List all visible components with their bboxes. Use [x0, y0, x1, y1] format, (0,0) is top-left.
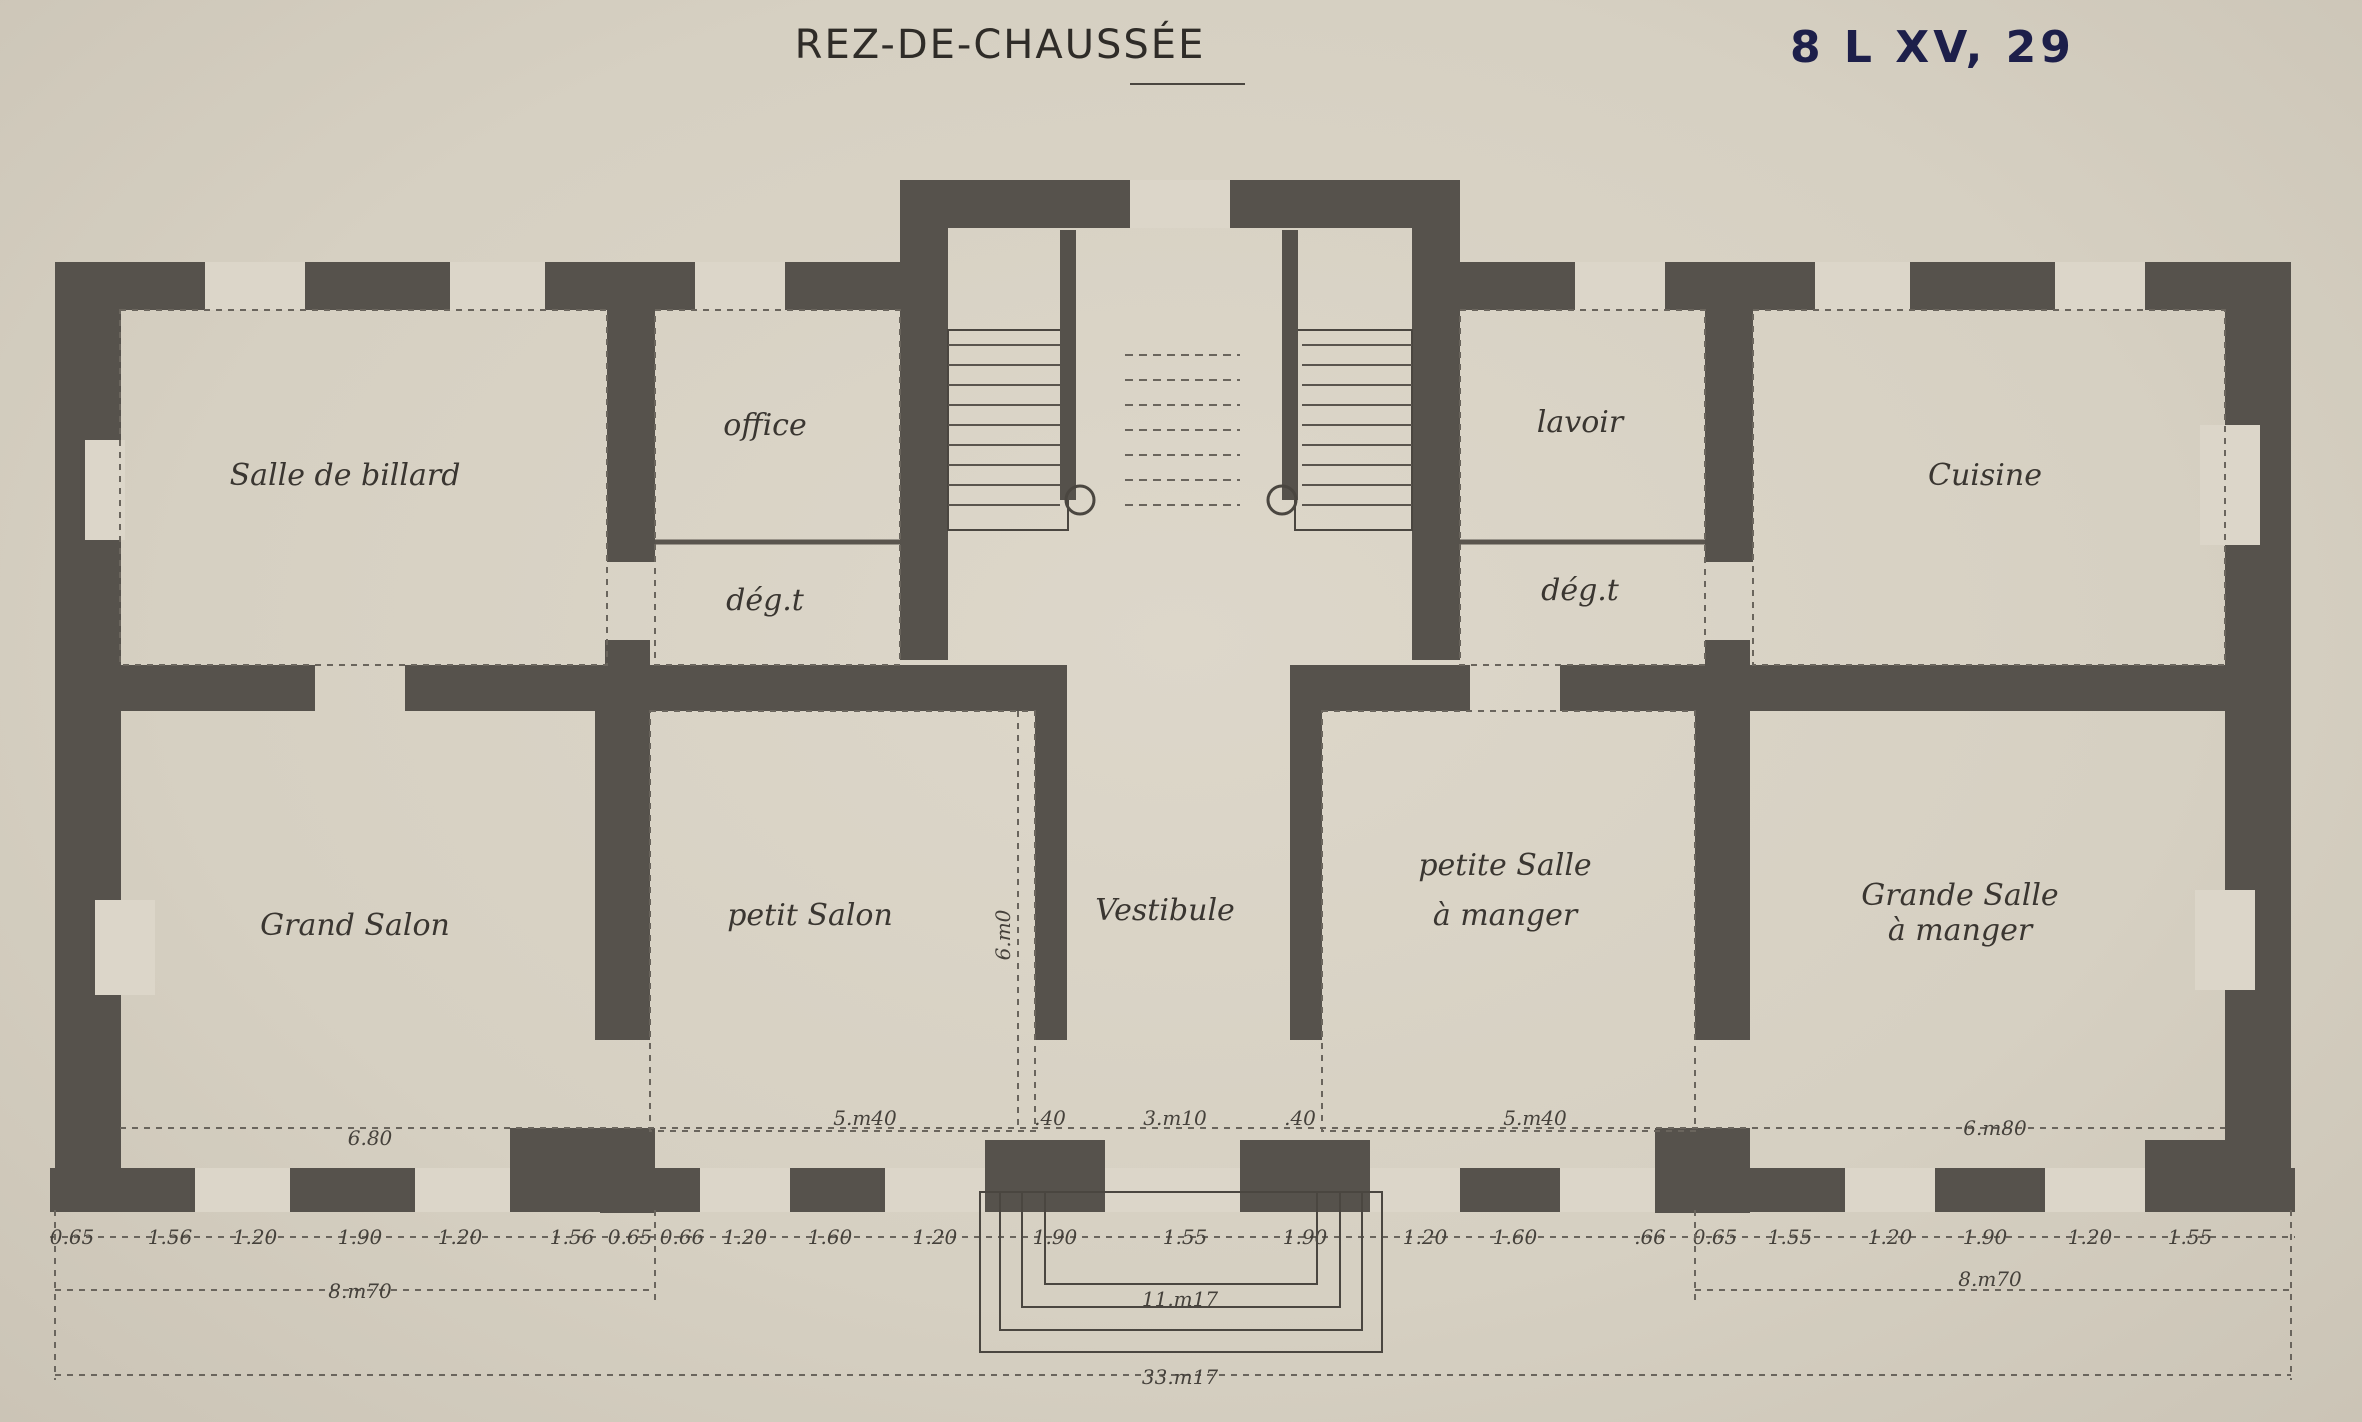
facade-dim: 1.20: [233, 1225, 278, 1249]
right-staircase: [1266, 230, 1413, 531]
total-center: 11.m17: [1142, 1287, 1218, 1311]
facade-dim: 1.55: [1163, 1225, 1208, 1249]
room-vestibule: Vestibule: [1095, 893, 1235, 928]
facade-dim: 0.65: [50, 1225, 95, 1249]
window-openings: [85, 180, 2260, 1212]
facade-dim: 1.20: [723, 1225, 768, 1249]
room-degagement-left: dég.t: [726, 583, 805, 618]
room-petit-salon: petit Salon: [727, 898, 893, 933]
room-grand-salon: Grand Salon: [260, 908, 450, 943]
entrance-steps: [979, 1191, 1383, 1353]
dim-vestibule: 3.m10: [1143, 1106, 1207, 1130]
facade-dim: 1.56: [148, 1225, 193, 1249]
facade-dim: .66: [1634, 1225, 1666, 1249]
dim-grand-salon: 6.80: [348, 1126, 393, 1150]
facade-dim: 1.90: [1963, 1225, 2008, 1249]
room-lavoir: lavoir: [1537, 405, 1625, 440]
facade-dim: 1.90: [1033, 1225, 1078, 1249]
left-staircase: [947, 230, 1096, 531]
room-degagement-right: dég.t: [1541, 573, 1620, 608]
facade-dim: 1.20: [1403, 1225, 1448, 1249]
room-salle-de-billard: Salle de billard: [230, 458, 461, 493]
facade-dim: 1.55: [2168, 1225, 2213, 1249]
dim-vestibule-depth: 6.m0: [991, 909, 1015, 960]
dim-petite-salle: 5.m40: [1503, 1106, 1567, 1130]
room-grande-salle-line1: Grande Salle: [1861, 878, 2058, 913]
room-cuisine: Cuisine: [1928, 458, 2042, 493]
facade-dim: 1.56: [550, 1225, 595, 1249]
interior-walls: [120, 262, 2290, 1213]
facade-dim: 1.60: [1493, 1225, 1538, 1249]
dim-wall-right: .40: [1284, 1106, 1316, 1130]
total-right-wing: 8.m70: [1958, 1267, 2022, 1291]
archive-reference: 8 L XV, 29: [1790, 22, 2075, 73]
facade-dim: 0.65: [608, 1225, 653, 1249]
dim-grande-salle: 6.m80: [1963, 1116, 2027, 1140]
total-left-wing: 8.m70: [328, 1279, 392, 1303]
room-grande-salle-line2: à manger: [1888, 913, 2034, 948]
facade-dim: 1.20: [1868, 1225, 1913, 1249]
facade-dim: 1.20: [438, 1225, 483, 1249]
facade-dim: 1.90: [1283, 1225, 1328, 1249]
room-outlines: [119, 309, 2226, 1132]
facade-dimensions-center: 1.90 1.55 1.90: [1033, 1225, 1328, 1249]
facade-dim: 0.66: [660, 1225, 705, 1249]
facade-dim: 1.20: [913, 1225, 958, 1249]
room-office: office: [723, 408, 806, 443]
facade-dim: 1.20: [2068, 1225, 2113, 1249]
dim-wall-left: .40: [1034, 1106, 1066, 1130]
facade-dim: 1.55: [1768, 1225, 1813, 1249]
facade-dim: 1.90: [338, 1225, 383, 1249]
facade-dim: 0.65: [1693, 1225, 1738, 1249]
facade-dimensions-left: 0.65 1.56 1.20 1.90 1.20 1.56 0.65 0.66 …: [50, 1225, 958, 1249]
total-overall: 33.m17: [1142, 1365, 1218, 1389]
central-steps: [1125, 354, 1240, 506]
plan-title: REZ-DE-CHAUSSÉE: [795, 20, 1206, 68]
dim-petit-salon: 5.m40: [833, 1106, 897, 1130]
room-petite-salle-line1: petite Salle: [1418, 848, 1591, 883]
facade-dimensions-right: 1.20 1.60 .66 0.65 1.55 1.20 1.90 1.20 1…: [1403, 1225, 2213, 1249]
total-dimension-lines: [54, 1210, 2292, 1380]
facade-dim: 1.60: [808, 1225, 853, 1249]
room-petite-salle-line2: à manger: [1433, 898, 1579, 933]
